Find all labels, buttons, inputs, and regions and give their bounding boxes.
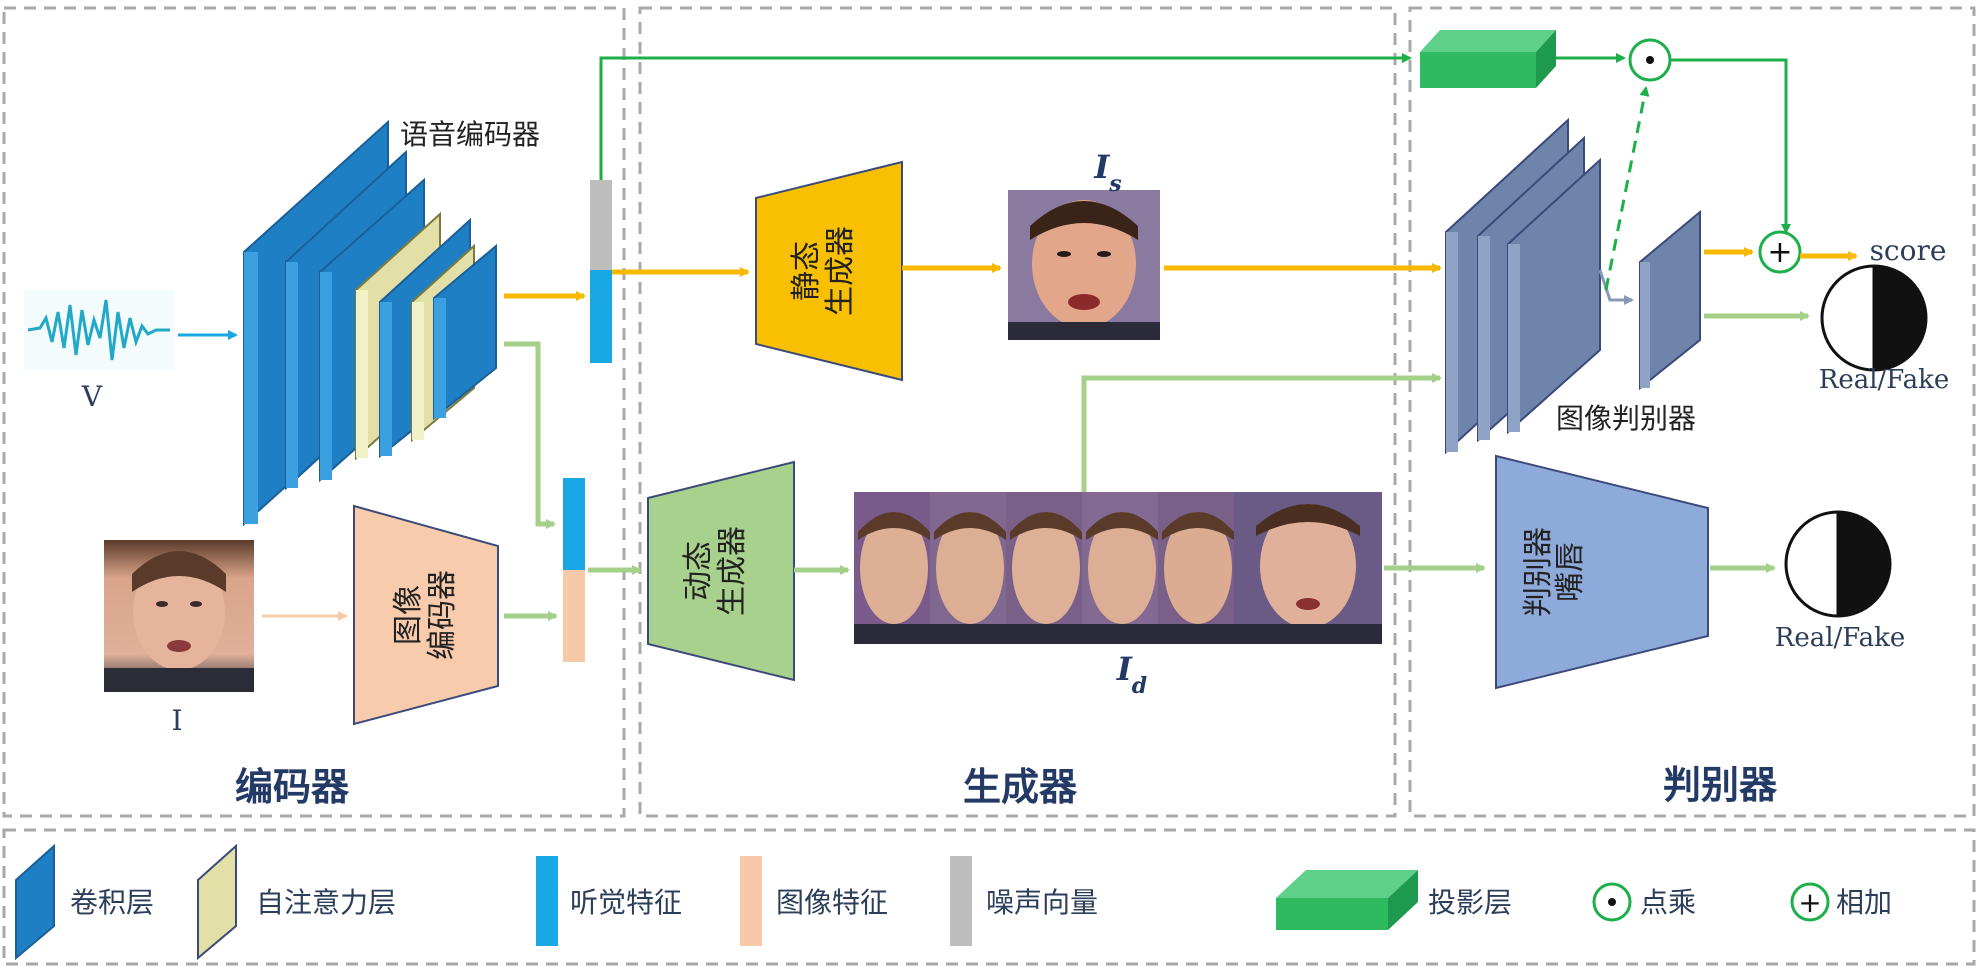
speech-encoder-label: 语音编码器 — [400, 118, 540, 151]
realfake-top-icon — [1820, 264, 1928, 372]
encoder-section-frame — [2, 6, 626, 818]
add-icon-symbol: + — [1767, 235, 1792, 270]
legend-audio-feature-icon — [536, 856, 558, 946]
image-feature-bar — [563, 570, 585, 662]
legend-audio-feature-label: 听觉特征 — [570, 886, 682, 919]
legend-image-feature-icon — [740, 856, 762, 946]
legend-add-label: 相加 — [1836, 886, 1892, 919]
image-input-label: I — [171, 704, 182, 737]
image-discriminator-label: 图像判别器 — [1556, 402, 1696, 435]
lip-discriminator-label-line1: 嘴唇 — [1553, 542, 1588, 602]
audio-waveform-icon — [24, 290, 174, 370]
realfake-bottom-icon — [1784, 510, 1892, 618]
realfake-top-label: Real/Fake — [1819, 365, 1949, 395]
legend-projection-icon — [1276, 870, 1418, 930]
lip-discriminator-label-line2: 判别器 — [1521, 527, 1556, 617]
score-label: score — [1870, 234, 1947, 267]
static-generator-label-line1: 静态 — [789, 241, 824, 301]
image-discriminator-stack — [1445, 117, 1701, 455]
audio-input-label: V — [81, 380, 103, 413]
generator-section-title: 生成器 — [963, 765, 1078, 809]
image-disc-inner-arrow — [1598, 269, 1634, 305]
lip-discriminator-block — [1495, 454, 1709, 690]
dynamic-generator-label-line1: 动态 — [681, 541, 716, 601]
speech-to-lower-feature-arrow — [504, 341, 556, 529]
legend-conv-icon — [15, 843, 55, 961]
noise-vector-bar — [590, 180, 612, 270]
dot-to-add-arrow — [1670, 58, 1791, 234]
image-encoder-label-line2: 编码器 — [425, 570, 460, 660]
image-encoder-block — [353, 504, 499, 726]
legend-noise-vector-label: 噪声向量 — [986, 886, 1098, 919]
discriminator-section-frame — [1408, 6, 1976, 818]
encoder-section-title: 编码器 — [235, 765, 350, 809]
audio-feature-bar-bottom — [563, 478, 585, 570]
legend-frame — [2, 828, 1976, 966]
legend-self-attention-icon — [197, 843, 237, 961]
static-output-face-image — [1008, 190, 1160, 340]
generator-section-frame — [638, 6, 1397, 818]
legend-projection-label: 投影层 — [1428, 886, 1512, 919]
input-face-image — [104, 540, 254, 692]
disc-feature-to-dot-dashed-arrow — [1604, 86, 1650, 291]
legend-self-attention-label: 自注意力层 — [256, 886, 396, 919]
dynamic-generator-label-line2: 生成器 — [715, 526, 750, 616]
static-output-label: Is — [1093, 148, 1121, 197]
legend-add-symbol: + — [1798, 886, 1821, 919]
frames-to-image-disc-arrow — [1081, 373, 1442, 492]
audio-feature-bar-top — [590, 270, 612, 363]
static-generator-block — [755, 160, 903, 382]
speech-encoder-stack — [243, 119, 497, 527]
dynamic-output-frames — [854, 492, 1382, 644]
noise-to-projection-arrow — [599, 53, 1412, 180]
legend-add-icon — [1790, 882, 1830, 922]
projection-layer-block — [1420, 30, 1556, 88]
legend-conv-label: 卷积层 — [70, 886, 154, 919]
legend-dot-product-label: 点乘 — [1640, 886, 1696, 919]
discriminator-section-title: 判别器 — [1663, 763, 1778, 807]
realfake-bottom-label: Real/Fake — [1775, 623, 1905, 653]
legend-dot-product-center — [1608, 898, 1616, 906]
static-generator-label-line2: 生成器 — [823, 226, 858, 316]
add-icon — [1758, 230, 1802, 274]
legend-noise-vector-icon — [950, 856, 972, 946]
dynamic-generator-block — [647, 460, 795, 682]
legend-image-feature-label: 图像特征 — [776, 886, 888, 919]
dot-product-center — [1646, 56, 1654, 64]
image-encoder-label-line1: 图像 — [391, 585, 426, 645]
dynamic-output-label: Id — [1116, 650, 1147, 699]
